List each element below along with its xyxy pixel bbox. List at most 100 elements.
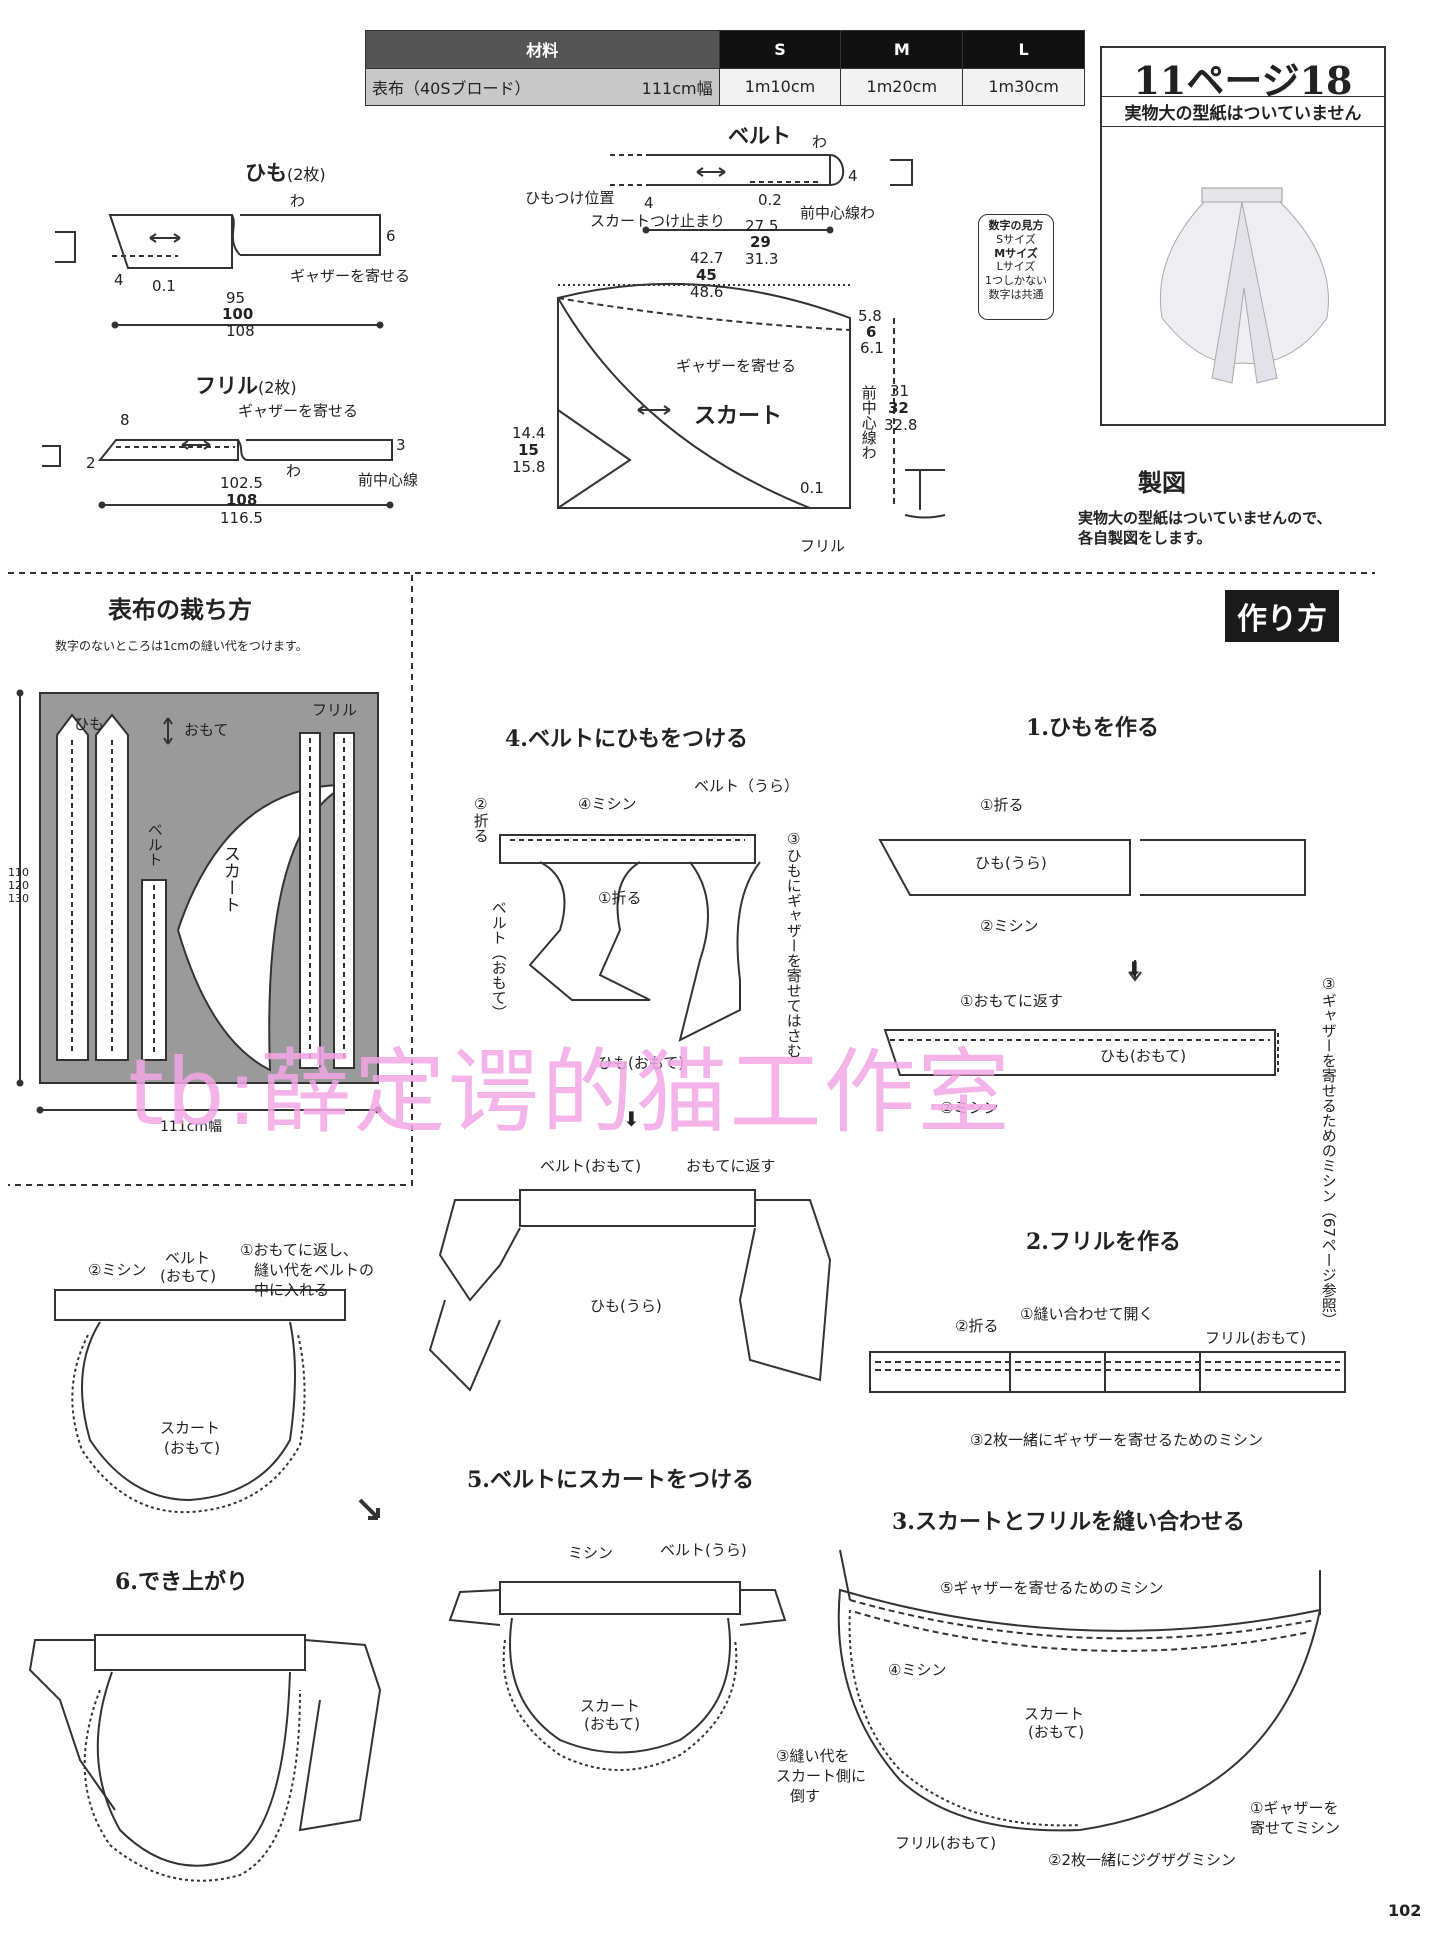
step4-belt-omote: ベルト（おもて） bbox=[489, 900, 508, 1020]
belt-n4a: 4 bbox=[848, 167, 858, 185]
belt-len-l: 31.3 bbox=[745, 250, 779, 268]
cutting-frill: フリル bbox=[312, 701, 358, 719]
fabric-name: 表布（40Sブロード） bbox=[372, 78, 531, 98]
skirt-top-m: 45 bbox=[696, 266, 717, 284]
himo-n01: 0.1 bbox=[152, 277, 176, 295]
step4-himo-omote: ひも(おもて) bbox=[598, 1054, 685, 1072]
step5-skirt-1: スカート bbox=[580, 1697, 641, 1715]
step3-seam-1: ③縫い代を bbox=[776, 1747, 850, 1765]
skirt-height-l: 32.8 bbox=[884, 416, 918, 434]
step4-title: 4.ベルトにひもをつける bbox=[505, 726, 748, 752]
step3-frill-omote: フリル(おもて) bbox=[895, 1834, 997, 1852]
frill-wa: わ bbox=[286, 462, 302, 480]
side-note-3: 中に入れる bbox=[254, 1281, 330, 1299]
side-skirt-1: スカート bbox=[160, 1419, 221, 1437]
step3-skirt-1: スカート bbox=[1024, 1705, 1085, 1723]
frill-n8: 8 bbox=[120, 411, 130, 429]
cutting-belt: ベルト bbox=[145, 822, 164, 867]
himo-title: ひも(2枚) bbox=[245, 161, 326, 185]
skirt-top-l: 48.6 bbox=[690, 283, 724, 301]
skirt-draft bbox=[557, 282, 946, 519]
frill-len-m: 108 bbox=[226, 491, 258, 509]
frill-len-s: 102.5 bbox=[220, 474, 263, 492]
step1-sew: ②ミシン bbox=[980, 917, 1039, 935]
fabric-width: 111cm幅 bbox=[641, 78, 713, 98]
frill-pattern-piece bbox=[42, 439, 394, 509]
cutting-height-l: 130 bbox=[8, 892, 29, 905]
skirt-right-s: 5.8 bbox=[858, 307, 882, 325]
page-number: 102 bbox=[1388, 1901, 1422, 1920]
belt-n02: 0.2 bbox=[758, 191, 782, 209]
himo-pattern-piece bbox=[55, 214, 384, 329]
side-step-drawing bbox=[54, 1289, 380, 1520]
amount-s: 1m10cm bbox=[718, 67, 842, 106]
size-key: 数字の見方 Sサイズ Mサイズ Lサイズ 1つしかない 数字は共通 bbox=[978, 214, 1054, 320]
cutting-height-s: 110 bbox=[8, 866, 29, 879]
step1-turn: ①おもてに返す bbox=[960, 992, 1063, 1010]
step3-gather-1: ①ギャザーを bbox=[1250, 1799, 1339, 1817]
apron-photo bbox=[1132, 168, 1352, 398]
side-belt-1: ベルト bbox=[165, 1249, 211, 1267]
step3-gather-sew: ⑤ギャザーを寄せるためのミシン bbox=[940, 1579, 1164, 1597]
materials-header: 材料 bbox=[365, 30, 720, 69]
step4-himo-ura: ひも(うら) bbox=[590, 1297, 662, 1315]
belt-skirt-stop: スカートつけ止まり bbox=[590, 212, 726, 230]
belt-himo-pos: ひもつけ位置 bbox=[525, 189, 615, 207]
step6-title: 6.でき上がり bbox=[115, 1569, 248, 1595]
cutting-note: 数字のないところは1cmの縫い代をつけます。 bbox=[55, 639, 308, 653]
step3-drawing bbox=[837, 1549, 1322, 1832]
side-skirt-2: (おもて) bbox=[164, 1439, 221, 1457]
side-sew: ②ミシン bbox=[88, 1261, 147, 1279]
step1-gather-sew: ③ギャザーを寄せるためのミシン（67ページ参照） bbox=[1319, 975, 1338, 1328]
belt-n4b: 4 bbox=[644, 194, 654, 212]
step5-belt-ura: ベルト(うら) bbox=[660, 1541, 747, 1559]
cutting-himo: ひも bbox=[74, 715, 105, 733]
howto-title: 作り方 bbox=[1225, 590, 1339, 642]
step1-himo-ura: ひも(うら) bbox=[975, 854, 1047, 872]
belt-wa: わ bbox=[812, 133, 828, 151]
step2-open: ①縫い合わせて開く bbox=[1020, 1305, 1154, 1323]
step3-seam-2: スカート側に bbox=[776, 1767, 867, 1785]
side-note-2: 縫い代をベルトの bbox=[254, 1261, 375, 1279]
size-key-line-l: Lサイズ bbox=[996, 260, 1036, 274]
size-key-line-4: 1つしかない bbox=[985, 274, 1047, 287]
frill-title: フリル(2枚) bbox=[195, 374, 297, 398]
belt-pattern-piece bbox=[610, 154, 913, 234]
step4-belt-omote2: ベルト(おもて) bbox=[540, 1157, 642, 1175]
step2-frill-omote: フリル(おもて) bbox=[1205, 1329, 1307, 1347]
reference-subtitle: 実物大の型紙はついていません bbox=[1102, 96, 1384, 127]
frill-len-l: 116.5 bbox=[220, 509, 263, 527]
step1-title: 1.ひもを作る bbox=[1026, 715, 1159, 741]
size-key-line-5: 数字は共通 bbox=[988, 287, 1044, 301]
step4-sew4: ④ミシン bbox=[578, 795, 637, 813]
step3-seam-3: 倒す bbox=[790, 1787, 821, 1805]
size-m-header: M bbox=[840, 30, 964, 69]
seizu-note-1: 実物大の型紙はついていませんので、 bbox=[1078, 509, 1332, 527]
step2-drawing bbox=[869, 1351, 1346, 1393]
seizu-title: 製図 bbox=[1138, 469, 1186, 497]
step4-fold1: ①折る bbox=[598, 889, 642, 907]
step4-down-arrow: ⬇ bbox=[623, 1107, 640, 1131]
skirt-left-m: 15 bbox=[518, 441, 539, 459]
himo-wa: わ bbox=[290, 192, 306, 210]
skirt-n01: 0.1 bbox=[800, 479, 824, 497]
size-l-header: L bbox=[962, 30, 1085, 69]
step2-gather-sew: ③2枚一緒にギャザーを寄せるためのミシン bbox=[970, 1431, 1263, 1449]
step5-title: 5.ベルトにスカートをつける bbox=[467, 1467, 754, 1493]
step2-title: 2.フリルを作る bbox=[1026, 1229, 1181, 1255]
belt-title: ベルト bbox=[728, 124, 791, 148]
skirt-left-l: 15.8 bbox=[512, 458, 546, 476]
step1-himo-omote: ひも(おもて) bbox=[1100, 1047, 1187, 1065]
step3-sew: ④ミシン bbox=[888, 1661, 947, 1679]
frill-gather: ギャザーを寄せる bbox=[238, 402, 359, 420]
step4-insert: ③ひもにギャザーを寄せてはさむ bbox=[784, 830, 803, 1058]
step4-fold2: ②折る bbox=[471, 795, 490, 843]
reference-box: 11ページ18 実物大の型紙はついていません bbox=[1100, 46, 1386, 426]
skirt-frill: フリル bbox=[800, 537, 846, 555]
step3-gather-2: 寄せてミシン bbox=[1250, 1819, 1341, 1837]
skirt-height-m: 32 bbox=[888, 399, 909, 417]
reference-title: 11ページ18 bbox=[1133, 58, 1353, 103]
step1-fold: ①折る bbox=[980, 796, 1024, 814]
frill-n2: 2 bbox=[86, 454, 96, 472]
himo-gather: ギャザーを寄せる bbox=[290, 267, 411, 285]
